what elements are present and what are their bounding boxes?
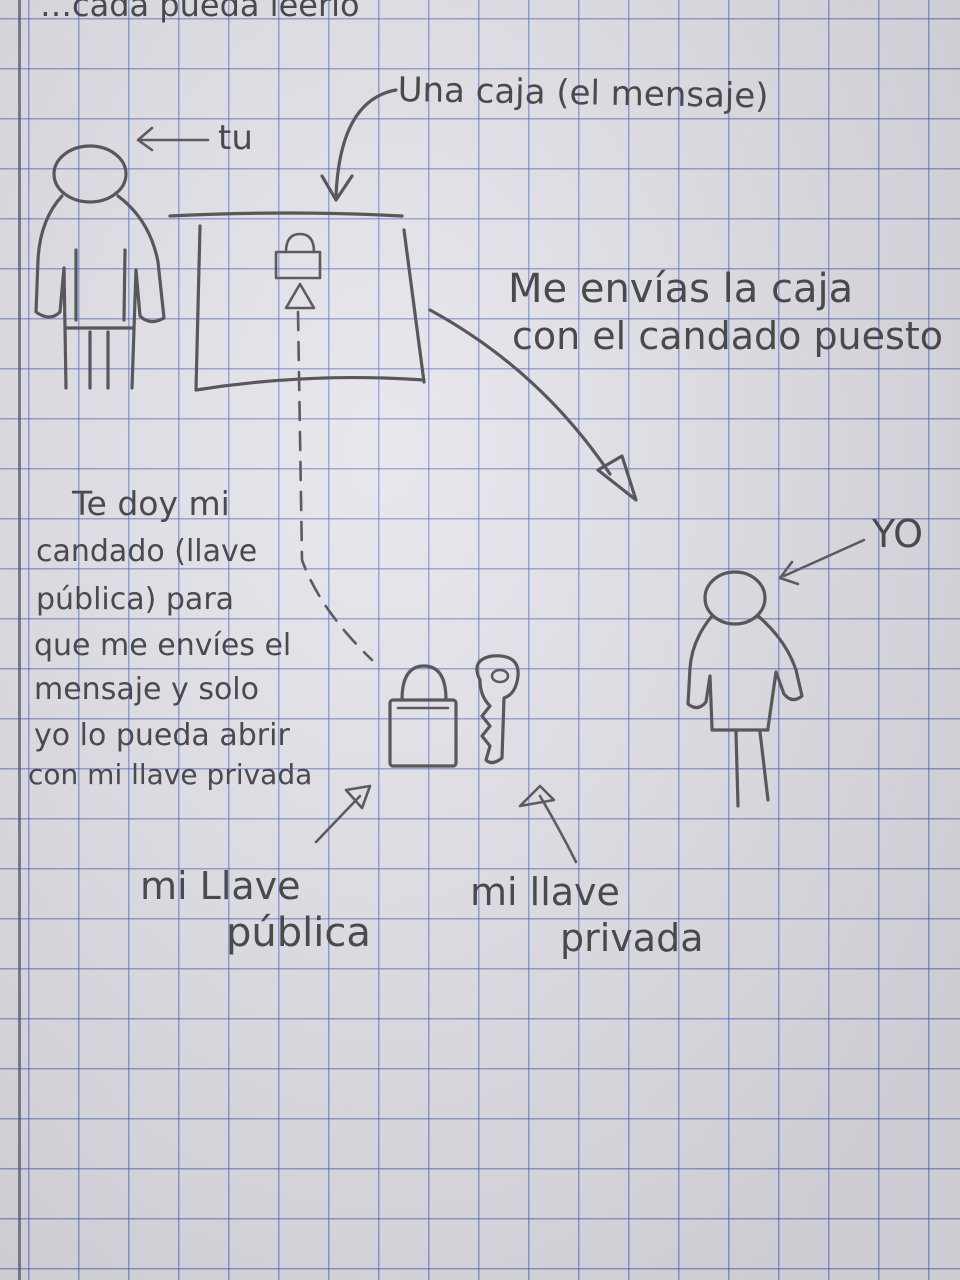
arrow-to-tu	[136, 126, 210, 152]
label-private-key-line-2: privada	[560, 916, 704, 960]
arrow-send-box-head	[596, 454, 638, 502]
label-box-message: Una caja (el mensaje)	[397, 70, 769, 117]
explanation-line-7: con mi llave privada	[28, 758, 313, 791]
top-cut-text: …cada pueda leerlo	[40, 0, 360, 24]
explanation-line-4: que me envíes el	[34, 628, 292, 663]
arrow-to-key	[518, 784, 578, 864]
label-tu: tu	[218, 118, 253, 158]
person-yo-icon	[686, 570, 804, 808]
padlock-on-box-icon	[274, 232, 322, 310]
arrow-to-box	[320, 88, 398, 202]
explanation-line-1: Te doy mi	[72, 484, 230, 523]
label-yo: YO	[872, 512, 924, 556]
explanation-line-6: yo lo pueda abrir	[34, 718, 290, 753]
box-icon	[168, 211, 426, 392]
padlock-icon	[388, 664, 458, 768]
arrow-send-box	[428, 308, 612, 476]
label-send-line-1: Me envías la caja	[508, 266, 854, 312]
explanation-line-5: mensaje y solo	[34, 672, 259, 707]
arrow-to-yo	[778, 538, 866, 586]
dashed-link	[296, 310, 374, 662]
explanation-line-3: pública) para	[36, 582, 235, 617]
label-private-key-line-1: mi llave	[470, 870, 620, 914]
label-send-line-2: con el candado puesto	[512, 314, 943, 358]
key-icon	[475, 654, 520, 765]
explanation-line-2: candado (llave	[36, 534, 258, 569]
notebook-margin-line	[18, 0, 21, 1280]
arrow-to-padlock	[314, 784, 372, 844]
label-public-key-line-1: mi Llave	[140, 864, 301, 908]
person-tu-icon	[34, 144, 166, 390]
label-public-key-line-2: pública	[226, 910, 371, 956]
